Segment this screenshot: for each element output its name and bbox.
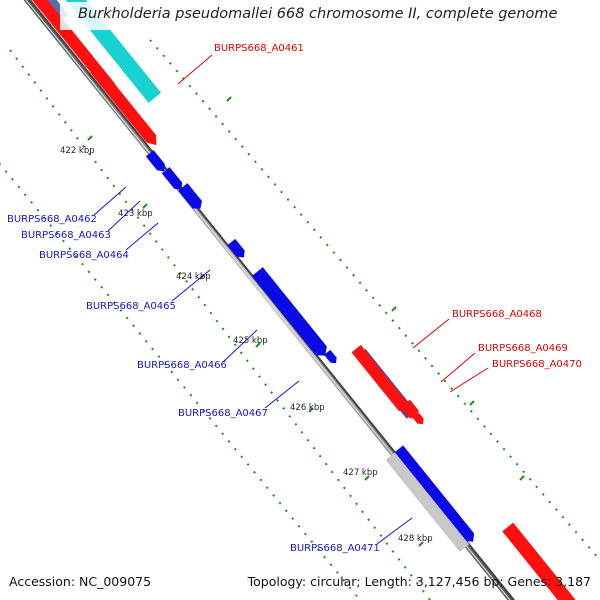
tick-label-426: 426 kbp	[290, 403, 325, 413]
gene-a0470-b[interactable]	[413, 413, 426, 427]
accession-text: Accession: NC_009075	[9, 574, 152, 589]
label-a0461[interactable]: BURPS668_A0461	[214, 43, 304, 54]
callout-line-a0469	[440, 352, 476, 383]
gene-pseudo-gray[interactable]	[385, 452, 470, 552]
label-a0471[interactable]: BURPS668_A0471	[290, 543, 380, 554]
gene-forward-b[interactable]	[90, 65, 161, 149]
gene-a0462[interactable]	[145, 150, 168, 174]
gene-a0470-a[interactable]	[400, 399, 423, 423]
callout-line-a0465	[171, 269, 211, 302]
callout-line-a0470	[449, 367, 489, 393]
gene-a0465[interactable]	[227, 238, 247, 261]
genome-summary-text: Topology: circular; Length: 3,127,456 bp…	[247, 574, 591, 589]
callout-line-a0464	[125, 222, 159, 251]
gene-forward-a[interactable]	[30, 0, 118, 96]
gene-a0471[interactable]	[393, 445, 478, 545]
label-a0468[interactable]: BURPS668_A0468	[452, 309, 542, 320]
tick-label-423: 423 kbp	[118, 209, 153, 219]
gene-a0466[interactable]	[251, 267, 331, 360]
label-a0469[interactable]: BURPS668_A0469	[478, 343, 568, 354]
gene-a0467[interactable]	[324, 349, 339, 366]
callout-line-a0462	[93, 186, 127, 216]
label-a0470[interactable]: BURPS668_A0470	[492, 359, 582, 370]
gene-a0463[interactable]	[161, 167, 185, 193]
callout-line-a0468	[412, 318, 450, 349]
label-a0465[interactable]: BURPS668_A0465	[86, 301, 176, 312]
callout-line-a0463	[107, 200, 141, 232]
tick-label-425: 425 kbp	[233, 336, 268, 346]
map-title: Burkholderia pseudomallei 668 chromosome…	[78, 6, 558, 22]
label-a0467[interactable]: BURPS668_A0467	[178, 408, 268, 419]
gene-top-blue-stub[interactable]	[34, 0, 69, 23]
label-a0464[interactable]: BURPS668_A0464	[39, 250, 129, 261]
label-a0462[interactable]: BURPS668_A0462	[7, 214, 97, 225]
tick-label-422: 422 kbp	[60, 146, 95, 156]
callout-line-a0467	[264, 380, 300, 409]
guide-ring-outer	[149, 39, 600, 561]
callout-line-a0471	[376, 517, 413, 545]
gene-forward-bottom[interactable]	[502, 522, 576, 600]
guide-ring-inner	[9, 49, 431, 600]
tick-label-427: 427 kbp	[343, 468, 378, 478]
label-a0466[interactable]: BURPS668_A0466	[137, 360, 227, 371]
gene-a0469[interactable]	[351, 344, 412, 416]
tick-label-424: 424 kbp	[176, 272, 211, 282]
callout-line-a0466	[222, 329, 258, 363]
callout-line-a0461	[177, 54, 213, 85]
title-background	[60, 2, 540, 30]
label-a0463[interactable]: BURPS668_A0463	[21, 230, 111, 241]
gene-a0464[interactable]	[178, 183, 205, 212]
tick-label-428: 428 kbp	[398, 534, 433, 544]
